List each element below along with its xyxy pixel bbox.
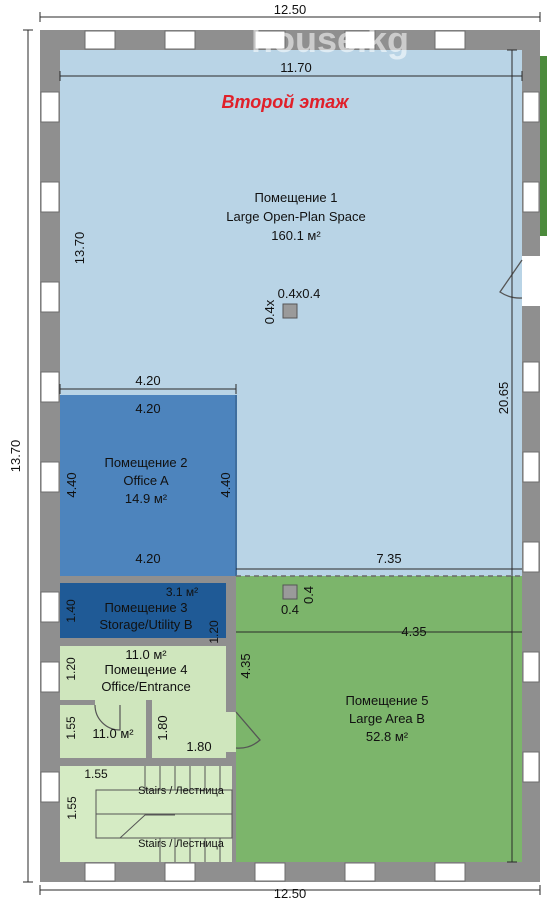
dim-room-5-inner: 4.35	[401, 624, 426, 639]
dim-room-4-small-left: 1.55	[64, 716, 78, 740]
column-lower-height: 0.4	[301, 586, 316, 604]
dim-bottom-outer: 12.50	[274, 886, 307, 900]
room-4-name: Помещение 4	[104, 662, 187, 677]
dim-room-2-right: 4.40	[218, 472, 233, 497]
dim-room-4-small-right: 1.80	[155, 715, 170, 740]
dim-room-4-left: 1.20	[64, 657, 78, 681]
column-upper	[282, 303, 298, 319]
dim-top-outer: 12.50	[274, 2, 307, 17]
room-3-area: 3.1 м²	[166, 585, 198, 599]
dim-room-4-small-bottom: 1.80	[186, 739, 211, 754]
room-4-type: Office/Entrance	[101, 679, 190, 694]
room-4-door-opening	[226, 712, 236, 752]
dim-left-outer: 13.70	[8, 440, 23, 473]
watermark: house.kg	[251, 19, 409, 60]
windows	[40, 30, 540, 882]
dim-stairs-left: 1.55	[65, 796, 79, 820]
room-5-area	[236, 576, 522, 862]
dim-stairs-top: 1.55	[84, 767, 108, 781]
interior-walls	[60, 576, 236, 766]
room-5-type: Large Area B	[349, 711, 425, 726]
room-2-area: 14.9 м²	[125, 491, 168, 506]
dim-left-inner: 13.70	[72, 232, 87, 265]
room-5-name: Помещение 5	[345, 693, 428, 708]
room-1-type: Large Open-Plan Space	[226, 209, 365, 224]
exterior-green-strip	[540, 56, 547, 236]
dimension-lines	[23, 12, 541, 895]
column-upper-width: 0.4x0.4	[278, 286, 321, 301]
dim-room-2-left: 4.40	[64, 472, 79, 497]
room-2-type: Office A	[123, 473, 169, 488]
room-2-area	[60, 395, 236, 576]
column-upper-height: 0.4x	[262, 299, 277, 324]
stairs-label-upper: Stairs / Лестница	[138, 785, 225, 797]
column-lower-width: 0.4	[281, 602, 299, 617]
dim-room-2-top: 4.20	[135, 401, 160, 416]
dim-room-3-right: 1.20	[207, 620, 221, 644]
small-room-door-swing	[94, 704, 121, 731]
exterior-door-opening	[522, 256, 540, 306]
exterior-door-swing	[499, 259, 523, 299]
room-4-small-area: 11.0 м²	[92, 726, 134, 741]
stairs-label-lower: Stairs / Лестница	[138, 838, 225, 850]
dim-room-3-left: 1.40	[64, 599, 78, 623]
dim-room-5-top: 7.35	[376, 551, 401, 566]
room-3-area	[60, 583, 226, 638]
column-lower	[282, 584, 298, 600]
dim-right-inner: 20.65	[496, 382, 511, 415]
room-3-type: Storage/Utility B	[99, 617, 192, 632]
dim-room-2-top-outer: 4.20	[135, 373, 160, 388]
room-2-name: Помещение 2	[104, 455, 187, 470]
dim-room-2-bottom: 4.20	[135, 551, 160, 566]
floor-title: Второй этаж	[222, 92, 351, 112]
room-1-name: Помещение 1	[254, 190, 337, 205]
room-3-name: Помещение 3	[104, 600, 187, 615]
dim-top-inner: 11.70	[280, 60, 312, 75]
room-5-area: 52.8 м²	[366, 729, 409, 744]
dim-room-4-right: 4.35	[238, 653, 253, 678]
room-1-area: 160.1 м²	[271, 228, 321, 243]
room-4-door-swing	[235, 711, 261, 749]
stairs	[95, 766, 233, 862]
room-4-area: 11.0 м²	[125, 647, 167, 662]
